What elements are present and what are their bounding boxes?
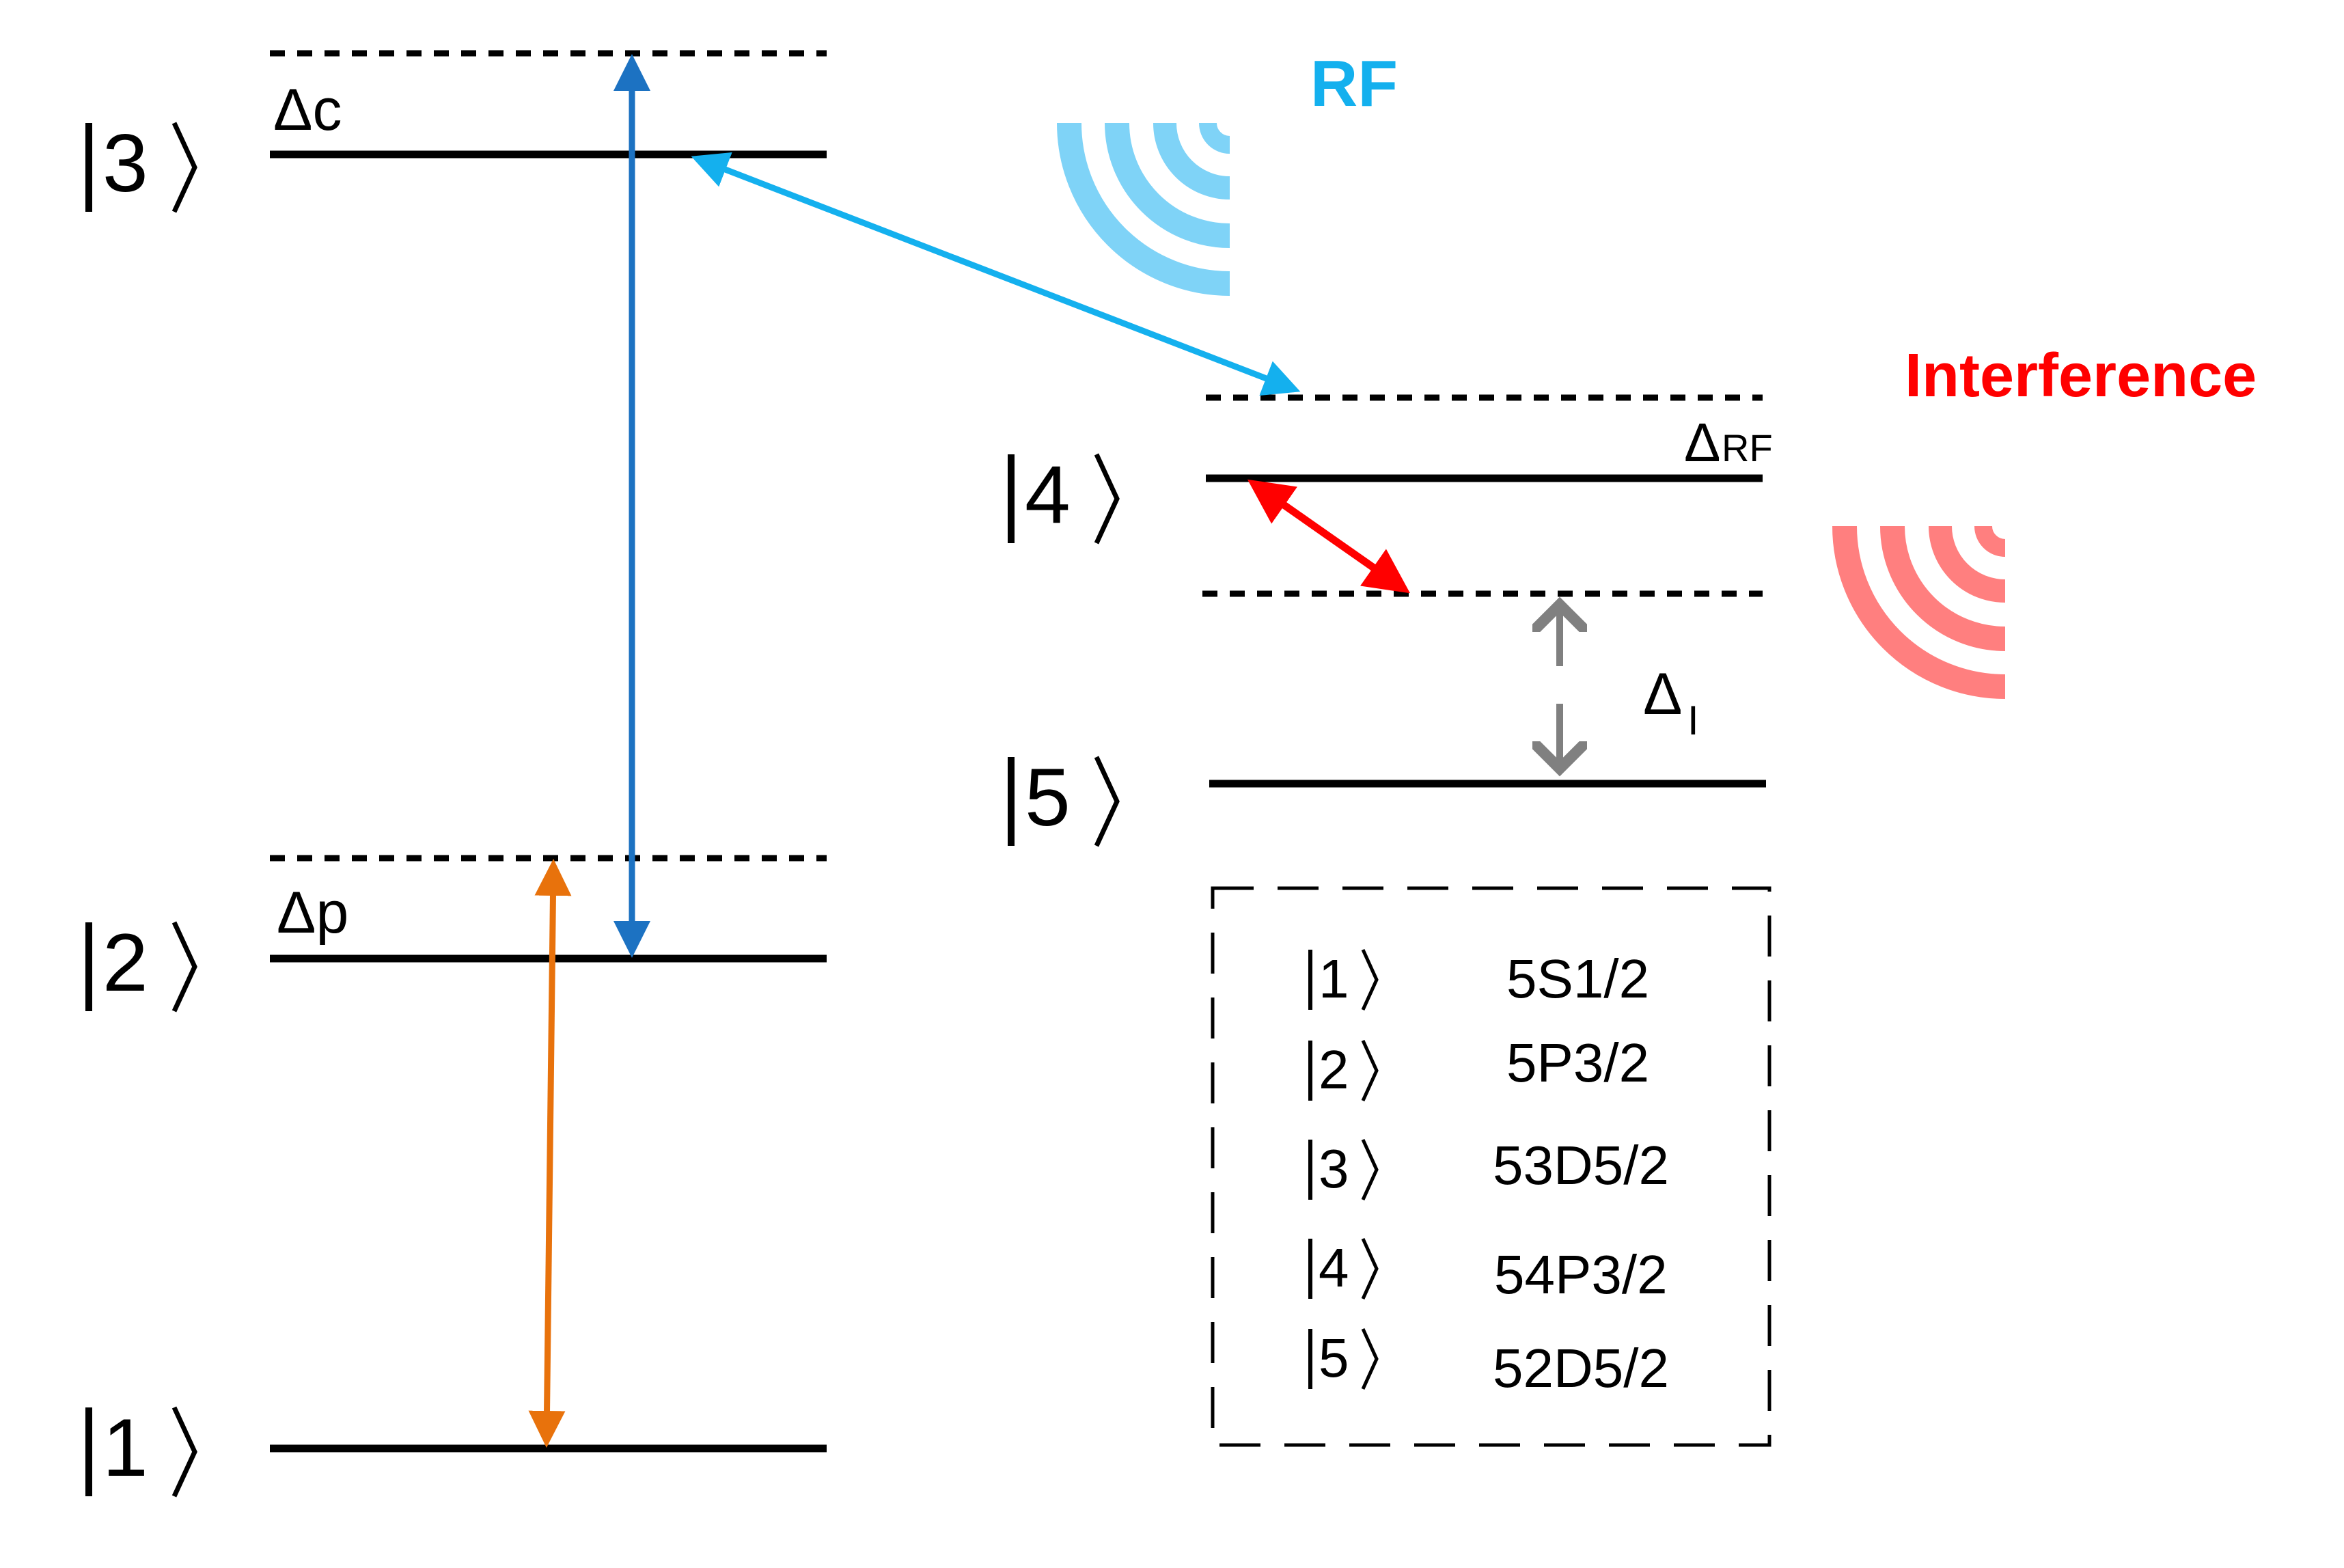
svg-text:3: 3 <box>102 118 148 209</box>
svg-text:53D5/2: 53D5/2 <box>1493 1135 1669 1196</box>
svg-text:2: 2 <box>1319 1039 1349 1100</box>
legend-row: 3 53D5/2 <box>1308 1135 1669 1201</box>
svg-text:5: 5 <box>1319 1328 1349 1388</box>
svg-text:5: 5 <box>1025 752 1071 843</box>
ket-1-label: 1 <box>85 1402 197 1498</box>
legend-row: 4 54P3/2 <box>1308 1237 1668 1305</box>
legend-row: 5 52D5/2 <box>1308 1328 1669 1399</box>
svg-text:52D5/2: 52D5/2 <box>1493 1338 1669 1399</box>
rf-label: RF <box>1310 47 1398 120</box>
svg-text:1: 1 <box>1319 948 1349 1009</box>
radio-wave-icon-interference <box>1832 525 2006 699</box>
radio-wave-icon <box>1057 122 1230 296</box>
svg-text:I: I <box>1687 698 1699 743</box>
svg-text:2: 2 <box>102 917 148 1008</box>
svg-text:3: 3 <box>1319 1138 1349 1199</box>
detuning-rf-label: Δ RF <box>1684 412 1773 473</box>
svg-text:Δ: Δ <box>1643 661 1682 727</box>
svg-text:RF: RF <box>1722 426 1773 469</box>
svg-text:4: 4 <box>1319 1237 1349 1298</box>
ket-4-label: 4 <box>1008 449 1120 545</box>
ket-5-label: 5 <box>1008 752 1120 847</box>
svg-text:54P3/2: 54P3/2 <box>1494 1244 1668 1305</box>
svg-text:5P3/2: 5P3/2 <box>1506 1032 1649 1093</box>
legend-box <box>1211 886 1771 1447</box>
legend-row: 1 5S1/2 <box>1308 948 1649 1011</box>
svg-text:Δ: Δ <box>1684 412 1720 473</box>
detuning-c-label: Δc <box>273 77 342 143</box>
svg-text:4: 4 <box>1025 449 1071 540</box>
ket-3-label: 3 <box>85 118 197 213</box>
interference-label: Interference <box>1905 342 2257 410</box>
svg-text:1: 1 <box>102 1402 148 1494</box>
interference-arrow <box>1247 479 1411 594</box>
svg-text:5S1/2: 5S1/2 <box>1506 948 1649 1009</box>
probe-arrow <box>528 859 572 1448</box>
detuning-p-label: Δp <box>277 880 348 946</box>
legend-row: 2 5P3/2 <box>1308 1032 1649 1102</box>
ket-2-label: 2 <box>85 917 197 1013</box>
rf-arrow <box>691 152 1301 396</box>
detuning-i-label: Δ I <box>1643 661 1699 743</box>
